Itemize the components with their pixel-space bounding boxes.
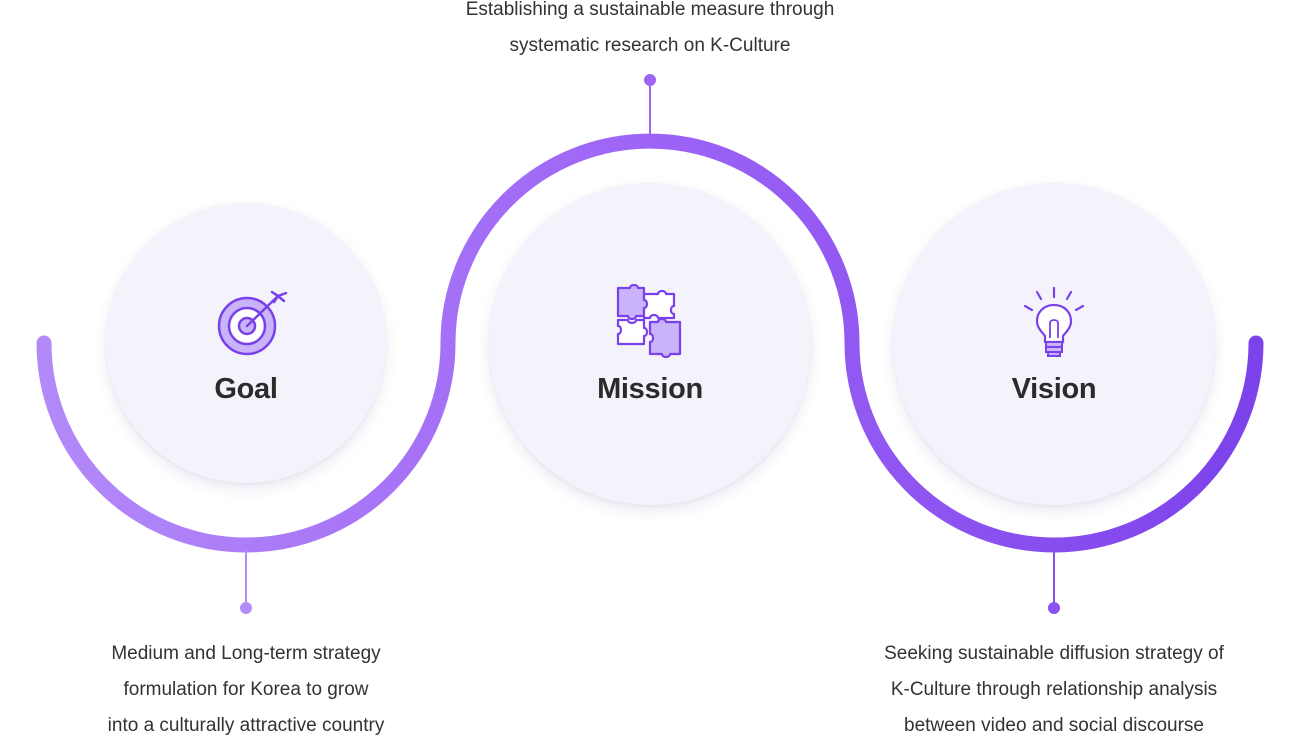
- vision-description-line: between video and social discourse: [904, 715, 1204, 736]
- goal-title: Goal: [214, 373, 278, 405]
- vision-description-line: K-Culture through relationship analysis: [890, 679, 1218, 700]
- goal-description-line: into a culturally attractive country: [107, 715, 385, 736]
- vision-title: Vision: [1011, 373, 1097, 405]
- goal-description: Medium and Long-term strategy formulatio…: [46, 636, 446, 744]
- puzzle-icon: [616, 284, 682, 359]
- mission-title: Mission: [597, 373, 703, 405]
- target-icon: [217, 290, 288, 356]
- mission-connector-dot: [644, 74, 656, 86]
- mission-description-line: systematic research on K-Culture: [509, 35, 791, 56]
- lightbulb-icon: [1023, 286, 1085, 357]
- vision-description: Seeking sustainable diffusion strategy o…: [824, 636, 1284, 744]
- vision-connector-dot: [1048, 602, 1060, 614]
- vision-description-line: Seeking sustainable diffusion strategy o…: [884, 643, 1224, 664]
- goal-description-line: Medium and Long-term strategy: [111, 643, 381, 664]
- mission-description: Establishing a sustainable measure throu…: [350, 0, 950, 64]
- mission-description-line: Establishing a sustainable measure throu…: [465, 0, 835, 20]
- goal-connector-dot: [240, 602, 252, 614]
- goal-description-line: formulation for Korea to grow: [123, 679, 369, 700]
